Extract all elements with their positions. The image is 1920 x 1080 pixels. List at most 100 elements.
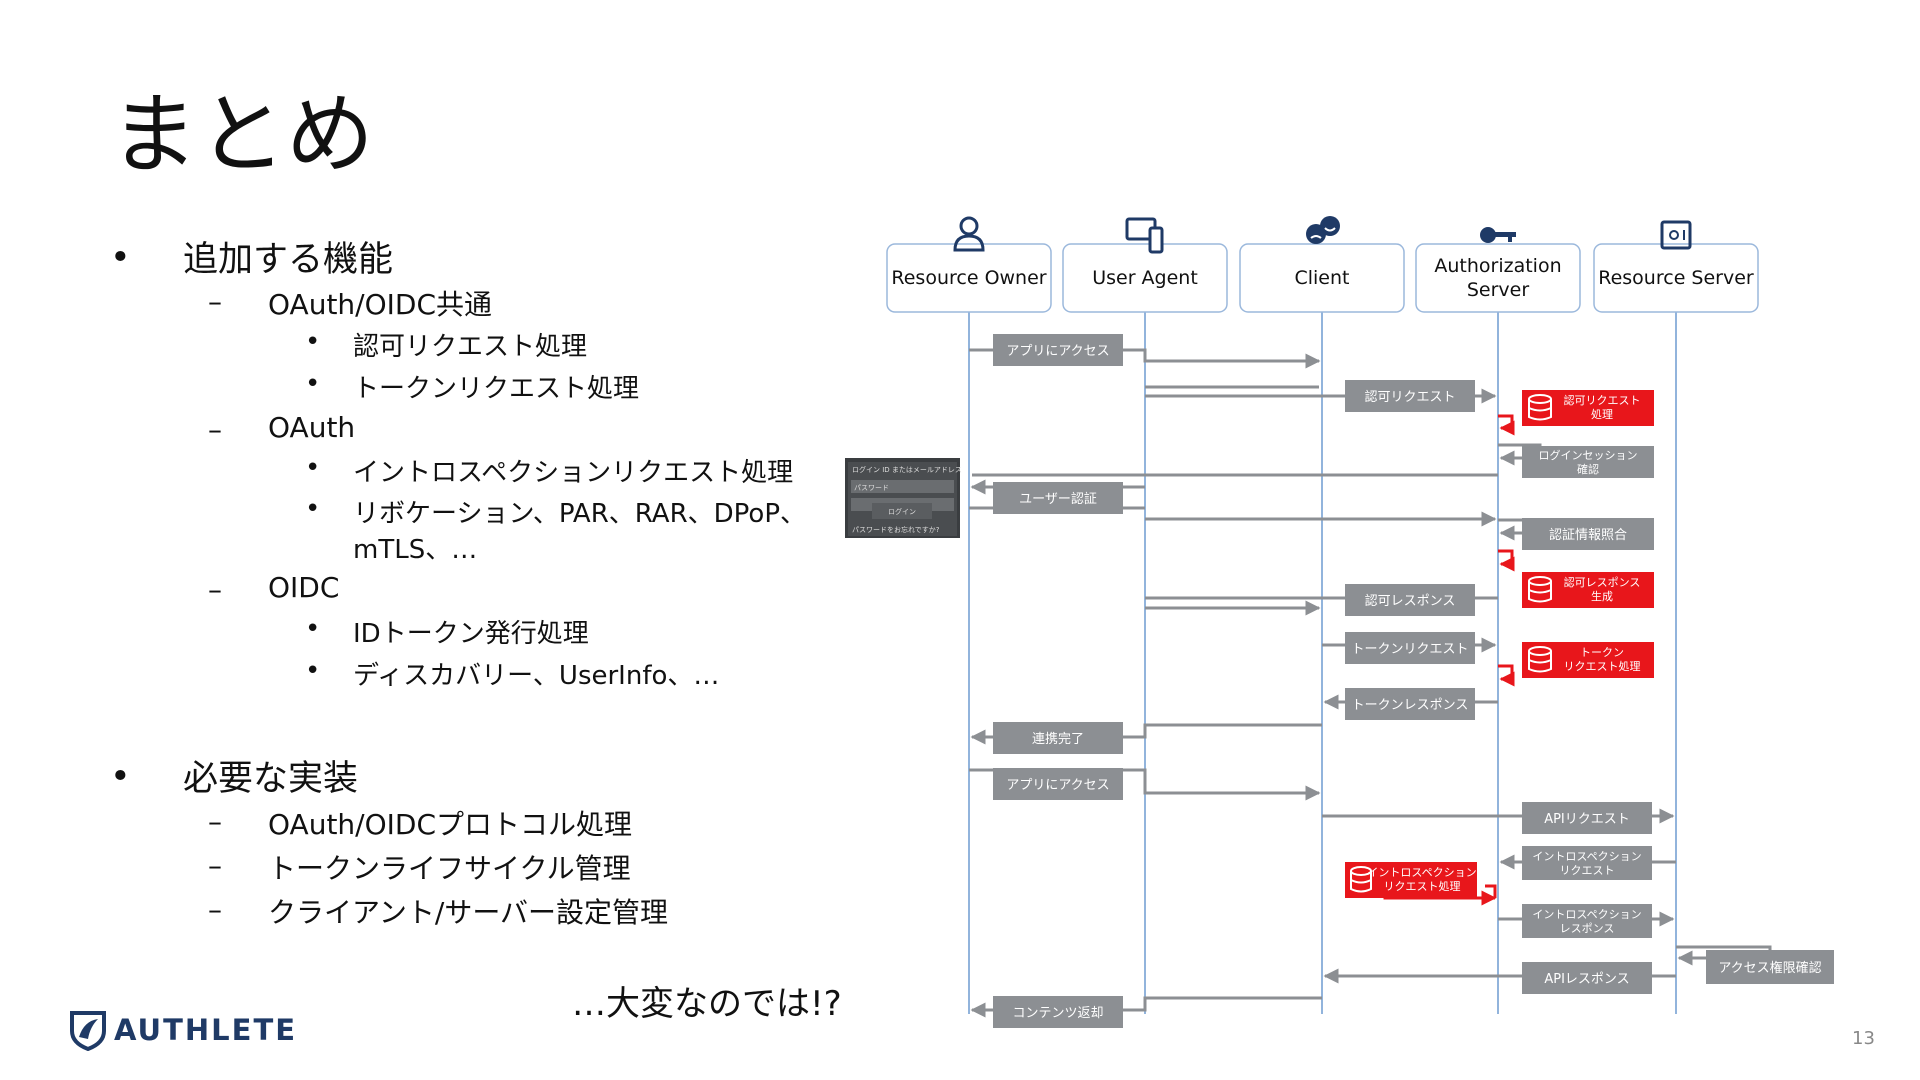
login-form-thumbnail: ログイン ID またはメールアドレス パスワード ログイン パスワードをお忘れで…	[845, 458, 962, 538]
bullet-mark: •	[110, 238, 131, 278]
bullet-mark: •	[305, 614, 321, 644]
actor-label: Resource Server	[1598, 267, 1754, 289]
svg-text:イントロスペクション: イントロスペクション	[1532, 908, 1641, 921]
list-item: IDトークン発行処理	[353, 619, 589, 649]
svg-text:リクエスト: リクエスト	[1560, 864, 1615, 877]
svg-text:APIリクエスト: APIリクエスト	[1544, 812, 1630, 827]
proc-token-request: トークンリクエスト処理	[1522, 642, 1654, 678]
svg-text:連携完了: 連携完了	[1032, 731, 1084, 747]
actor-label-line1: Authorization	[1434, 255, 1561, 277]
actor-label-line2: Server	[1467, 279, 1529, 301]
actor-authorization-server: Authorization Server	[1415, 227, 1581, 313]
database-icon	[1528, 394, 1552, 421]
svg-text:ユーザー認証: ユーザー認証	[1019, 491, 1097, 507]
svg-text:イントロスペクション: イントロスペクション	[1367, 866, 1476, 879]
bullet-mark: •	[305, 494, 321, 524]
actor-user-agent: User Agent	[1062, 217, 1228, 313]
lifelines	[968, 312, 1677, 1014]
list-item: ディスカバリー、UserInfo、…	[353, 661, 720, 691]
svg-text:トークン: トークン	[1580, 646, 1624, 659]
database-icon	[1350, 866, 1372, 893]
svg-text:ログイン: ログイン	[888, 507, 916, 516]
authlete-logo: AUTHLETE	[68, 1008, 297, 1052]
list-item: OAuth/OIDC共通	[268, 288, 493, 321]
svg-text:レスポンス: レスポンス	[1560, 922, 1615, 935]
svg-text:イントロスペクション: イントロスペクション	[1532, 850, 1641, 863]
svg-text:APIレスポンス: APIレスポンス	[1544, 972, 1629, 987]
svg-text:コンテンツ返却: コンテンツ返却	[1012, 1006, 1103, 1021]
actor-label: Resource Owner	[891, 267, 1046, 289]
bullet-mark: •	[305, 369, 321, 399]
svg-text:パスワード: パスワード	[854, 484, 889, 492]
section-heading: 必要な実装	[183, 759, 359, 799]
page-number: 13	[1852, 1028, 1875, 1049]
step-api-request: APIリクエスト	[1522, 802, 1652, 834]
step-cred-check: 認証情報照合	[1522, 518, 1654, 550]
dash-mark: –	[208, 849, 222, 882]
section-heading: 追加する機能	[183, 240, 394, 280]
svg-text:認証情報照合: 認証情報照合	[1549, 527, 1627, 543]
devices-icon	[1125, 217, 1164, 254]
bullet-mark: •	[110, 757, 131, 797]
step-authz-request: 認可リクエスト	[1345, 380, 1475, 412]
svg-text:処理: 処理	[1591, 408, 1613, 421]
list-item: トークンライフサイクル管理	[268, 852, 631, 885]
authlete-logo-icon	[70, 1011, 106, 1051]
svg-text:認可リクエスト: 認可リクエスト	[1564, 393, 1641, 407]
svg-text:確認: 確認	[1577, 462, 1599, 476]
key-icon	[1480, 227, 1516, 243]
list-item: 認可リクエスト処理	[353, 332, 588, 362]
step-user-auth: ユーザー認証	[993, 482, 1123, 514]
step-api-response: APIレスポンス	[1522, 962, 1652, 994]
svg-text:アクセス権限確認: アクセス権限確認	[1718, 960, 1821, 976]
logo-text: AUTHLETE	[114, 1013, 298, 1047]
dash-mark: –	[208, 285, 222, 318]
actor-resource-owner: Resource Owner	[886, 216, 1052, 313]
step-app-access2: アプリにアクセス	[993, 768, 1123, 800]
list-item: イントロスペクションリクエスト処理	[353, 458, 794, 488]
svg-text:ログイン ID またはメールアドレス: ログイン ID またはメールアドレス	[852, 465, 962, 474]
list-item: トークンリクエスト処理	[353, 374, 640, 404]
list-item: OIDC	[268, 571, 340, 604]
svg-text:認可レスポンス: 認可レスポンス	[1564, 575, 1641, 589]
svg-text:パスワードをお忘れですか?: パスワードをお忘れですか?	[852, 525, 940, 534]
theater-masks-icon	[1306, 216, 1340, 244]
database-icon	[1528, 646, 1552, 673]
svg-text:アプリにアクセス: アプリにアクセス	[1006, 344, 1109, 359]
actor-label: Client	[1294, 267, 1349, 289]
step-link-done: 連携完了	[993, 722, 1123, 754]
svg-text:リクエスト処理: リクエスト処理	[1564, 660, 1641, 673]
bullet-mark: •	[305, 453, 321, 483]
actor-resource-server: Resource Server	[1593, 220, 1759, 313]
dash-mark: –	[208, 413, 222, 446]
person-icon	[953, 216, 985, 252]
bullet-mark: •	[305, 327, 321, 357]
step-token-response: トークンレスポンス	[1345, 688, 1475, 720]
list-item: mTLS、…	[353, 535, 478, 565]
step-app-access: アプリにアクセス	[993, 334, 1123, 366]
step-authz-response: 認可レスポンス	[1345, 584, 1475, 616]
actor-label: User Agent	[1092, 267, 1198, 289]
svg-text:生成: 生成	[1591, 589, 1613, 603]
actor-client: Client	[1239, 216, 1405, 313]
step-access-check: アクセス権限確認	[1706, 950, 1834, 984]
svg-text:リクエスト処理: リクエスト処理	[1384, 880, 1461, 893]
safe-icon	[1660, 220, 1692, 250]
svg-text:認可リクエスト: 認可リクエスト	[1364, 389, 1455, 405]
step-token-request: トークンリクエスト	[1345, 632, 1475, 664]
closing-text: …大変なのでは!?	[572, 984, 842, 1024]
svg-text:アプリにアクセス: アプリにアクセス	[1006, 778, 1109, 793]
dash-mark: –	[208, 893, 222, 926]
list-item: OAuth	[268, 411, 356, 444]
proc-introspection: イントロスペクションリクエスト処理	[1345, 862, 1477, 898]
svg-text:トークンリクエスト: トークンリクエスト	[1351, 642, 1468, 657]
step-content-return: コンテンツ返却	[993, 996, 1123, 1028]
list-item: クライアント/サーバー設定管理	[268, 896, 669, 929]
dash-mark: –	[208, 805, 222, 838]
